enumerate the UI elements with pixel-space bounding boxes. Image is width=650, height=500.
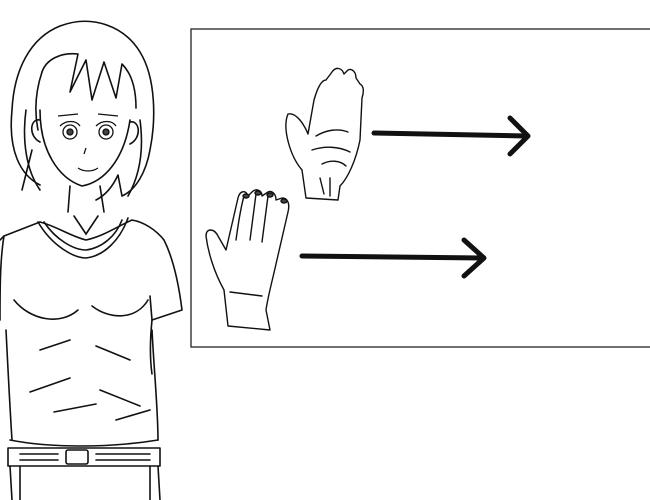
hair-outline xyxy=(10,20,155,201)
arrow-right-icon xyxy=(371,115,531,157)
mouth xyxy=(77,167,99,172)
belt xyxy=(7,447,161,467)
shirt-hem xyxy=(9,439,159,447)
sleeve-left xyxy=(0,235,5,321)
neck xyxy=(67,185,105,213)
anime-girl-illustration xyxy=(0,20,183,500)
hand-palm-up-icon xyxy=(285,67,365,201)
shirt-collar xyxy=(37,217,129,259)
hair-bangs xyxy=(41,52,137,109)
arrow-right-icon xyxy=(299,237,487,279)
belt-buckle xyxy=(65,449,89,465)
nose xyxy=(83,147,87,155)
hand-palm-forward-icon xyxy=(205,189,290,331)
ear-left xyxy=(30,119,41,143)
ear-right xyxy=(129,121,140,145)
face-outline xyxy=(39,109,131,187)
eyes xyxy=(57,113,119,140)
